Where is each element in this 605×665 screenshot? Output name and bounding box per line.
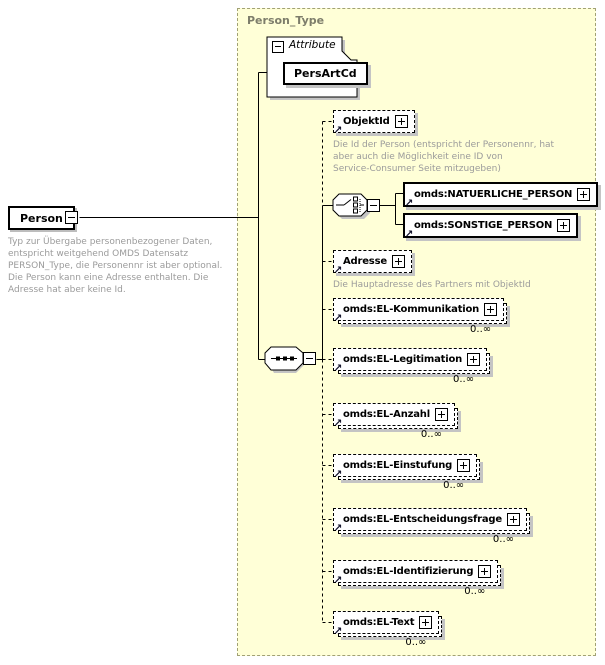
element-box-el-anzahl[interactable]: omds:EL-Anzahl	[333, 403, 458, 429]
reference-arrow-icon	[334, 419, 342, 429]
element-label: omds:EL-Anzahl	[343, 409, 430, 420]
choice-collapse-icon[interactable]	[367, 199, 380, 212]
attribute-persartcd-label: PersArtCd	[294, 67, 357, 80]
reference-arrow-icon	[334, 314, 342, 324]
element-label: Adresse	[343, 256, 387, 267]
element-row-natuerliche-person: omds:NATUERLICHE_PERSON	[403, 182, 599, 209]
element-row-el-legitimation: omds:EL-Legitimation 0..∞	[333, 348, 491, 385]
reference-arrow-icon	[405, 199, 413, 209]
occurrence-label: 0..∞	[464, 586, 486, 597]
expand-icon[interactable]	[557, 219, 571, 232]
reference-arrow-icon	[405, 230, 413, 240]
choice-branches	[378, 193, 404, 225]
element-box-el-text[interactable]: omds:EL-Text	[333, 611, 443, 637]
element-description: Die Hauptadresse des Partners mit Objekt…	[333, 280, 531, 290]
element-row-el-einstufung: omds:EL-Einstufung 0..∞	[333, 454, 481, 491]
person-type-panel: Person_Type	[237, 8, 596, 656]
element-row-el-identifizierung: omds:EL-Identifizierung 0..∞	[333, 560, 502, 597]
element-row-el-kommunikation: omds:EL-Kommunikation 0..∞	[333, 298, 508, 335]
element-box-el-entscheidungsfrage[interactable]: omds:EL-Entscheidungsfrage	[333, 508, 530, 534]
attribute-collapse-icon[interactable]	[272, 41, 284, 53]
reference-arrow-icon	[334, 364, 342, 374]
element-row-adresse: Adresse Die Hauptadresse des Partners mi…	[333, 250, 531, 291]
element-row-sonstige-person: omds:SONSTIGE_PERSON	[403, 213, 579, 240]
expand-icon[interactable]	[391, 255, 405, 268]
reference-arrow-icon	[334, 627, 342, 637]
element-description: Die Id der Person (entspricht der Person…	[333, 140, 555, 174]
element-box-objektid[interactable]: ObjektId	[333, 110, 415, 133]
element-box-el-kommunikation[interactable]: omds:EL-Kommunikation	[333, 298, 508, 324]
person-element-row: Person Typ zur Übergabe personenbezogene…	[8, 206, 222, 296]
element-label: omds:EL-Text	[343, 617, 415, 628]
occurrence-label: 0..∞	[420, 429, 442, 440]
element-row-el-anzahl: omds:EL-Anzahl 0..∞	[333, 403, 458, 440]
expand-icon[interactable]	[577, 188, 591, 201]
element-label: omds:NATUERLICHE_PERSON	[414, 189, 573, 200]
reference-arrow-icon	[334, 524, 342, 534]
attribute-section-header: Attribute	[289, 39, 336, 51]
element-box-el-identifizierung[interactable]: omds:EL-Identifizierung	[333, 560, 502, 586]
person-collapse-icon[interactable]	[65, 211, 78, 224]
sequence-collapse-icon[interactable]	[303, 352, 316, 365]
reference-arrow-icon	[334, 266, 342, 276]
expand-icon[interactable]	[394, 115, 408, 128]
expand-icon[interactable]	[457, 459, 471, 472]
reference-arrow-icon	[334, 576, 342, 586]
occurrence-label: 0..∞	[470, 324, 492, 335]
expand-icon[interactable]	[484, 303, 498, 316]
reference-arrow-icon	[334, 470, 342, 480]
reference-arrow-icon	[334, 126, 342, 136]
occurrence-label: 0..∞	[405, 637, 427, 648]
element-label: omds:EL-Einstufung	[343, 460, 453, 471]
element-box-sonstige-person[interactable]: omds:SONSTIGE_PERSON	[403, 213, 579, 240]
occurrence-label: 0..∞	[492, 534, 514, 545]
element-label: omds:EL-Entscheidungsfrage	[343, 514, 502, 525]
element-row-objektid: ObjektId Die Id der Person (entspricht d…	[333, 110, 554, 175]
expand-icon[interactable]	[419, 616, 433, 629]
attribute-persartcd-box[interactable]: PersArtCd	[283, 62, 368, 85]
occurrence-label: 0..∞	[453, 374, 475, 385]
element-label: omds:EL-Legitimation	[343, 354, 463, 365]
choice-compositor-icon[interactable]	[332, 193, 370, 219]
element-label: omds:EL-Identifizierung	[343, 566, 474, 577]
element-box-adresse[interactable]: Adresse	[333, 250, 412, 273]
expand-icon[interactable]	[506, 513, 520, 526]
element-label: omds:EL-Kommunikation	[343, 304, 480, 315]
element-label: omds:SONSTIGE_PERSON	[414, 220, 553, 231]
expand-icon[interactable]	[434, 408, 448, 421]
person-type-title: Person_Type	[247, 14, 325, 27]
occurrence-label: 0..∞	[443, 480, 465, 491]
element-box-el-legitimation[interactable]: omds:EL-Legitimation	[333, 348, 491, 374]
element-label: ObjektId	[343, 116, 390, 127]
element-box-natuerliche-person[interactable]: omds:NATUERLICHE_PERSON	[403, 182, 599, 209]
person-element-label: Person	[20, 211, 63, 225]
person-description: Typ zur Übergabe personenbezogener Daten…	[8, 237, 223, 295]
sequence-compositor-icon[interactable]	[264, 346, 306, 373]
element-row-el-entscheidungsfrage: omds:EL-Entscheidungsfrage 0..∞	[333, 508, 530, 545]
element-row-el-text: omds:EL-Text 0..∞	[333, 611, 443, 648]
element-box-el-einstufung[interactable]: omds:EL-Einstufung	[333, 454, 481, 480]
expand-icon[interactable]	[478, 565, 492, 578]
expand-icon[interactable]	[467, 353, 481, 366]
